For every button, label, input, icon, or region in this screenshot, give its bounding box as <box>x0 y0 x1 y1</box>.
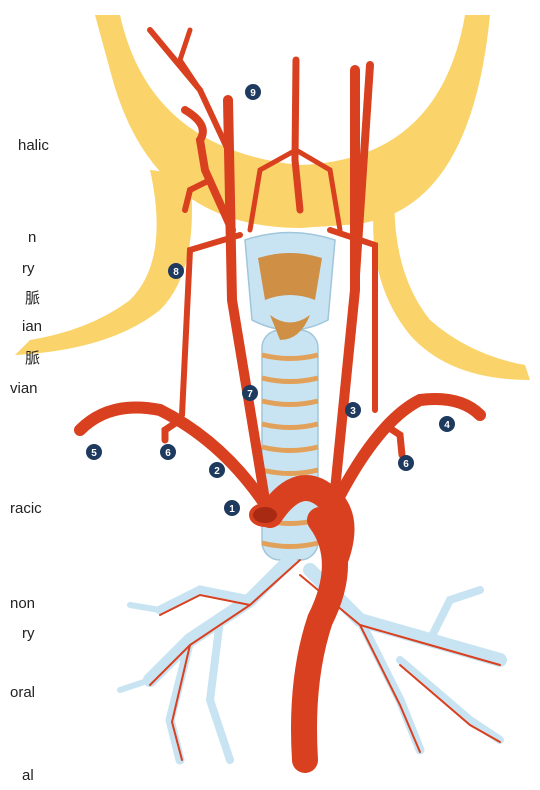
label-fragment-n: n <box>28 229 36 247</box>
marker-6-left: 6 <box>160 444 176 460</box>
label-fragment-racic: racic <box>10 500 42 518</box>
label-fragment-vian: vian <box>10 380 38 398</box>
label-fragment-non: non <box>10 595 35 613</box>
label-fragment-cjk-1: 脈 <box>25 290 40 308</box>
label-fragment-ian: ian <box>22 318 42 336</box>
svg-text:4: 4 <box>444 420 450 431</box>
label-fragment-ry-1: ry <box>22 260 35 278</box>
marker-6-right: 6 <box>398 455 414 471</box>
svg-text:6: 6 <box>165 448 171 459</box>
svg-text:9: 9 <box>250 88 256 99</box>
label-fragment-oral: oral <box>10 684 35 702</box>
svg-text:5: 5 <box>91 448 97 459</box>
marker-3: 3 <box>345 402 361 418</box>
brachiocephalic-opening <box>251 505 279 525</box>
marker-9: 9 <box>245 84 261 100</box>
marker-7: 7 <box>242 385 258 401</box>
svg-text:6: 6 <box>403 459 409 470</box>
marker-1: 1 <box>224 500 240 516</box>
marker-8: 8 <box>168 263 184 279</box>
svg-text:1: 1 <box>229 504 235 515</box>
label-fragment-cjk-2: 脈 <box>25 350 40 368</box>
svg-text:7: 7 <box>247 389 253 400</box>
label-fragment-ry-2: ry <box>22 625 35 643</box>
right-shoulder-tissue <box>373 185 530 380</box>
marker-4: 4 <box>439 416 455 432</box>
svg-text:2: 2 <box>214 466 220 477</box>
marker-5: 5 <box>86 444 102 460</box>
label-fragment-al: al <box>22 767 34 785</box>
svg-text:3: 3 <box>350 406 356 417</box>
marker-2: 2 <box>209 462 225 478</box>
label-fragment-halic: halic <box>18 137 49 155</box>
svg-text:8: 8 <box>173 267 179 278</box>
